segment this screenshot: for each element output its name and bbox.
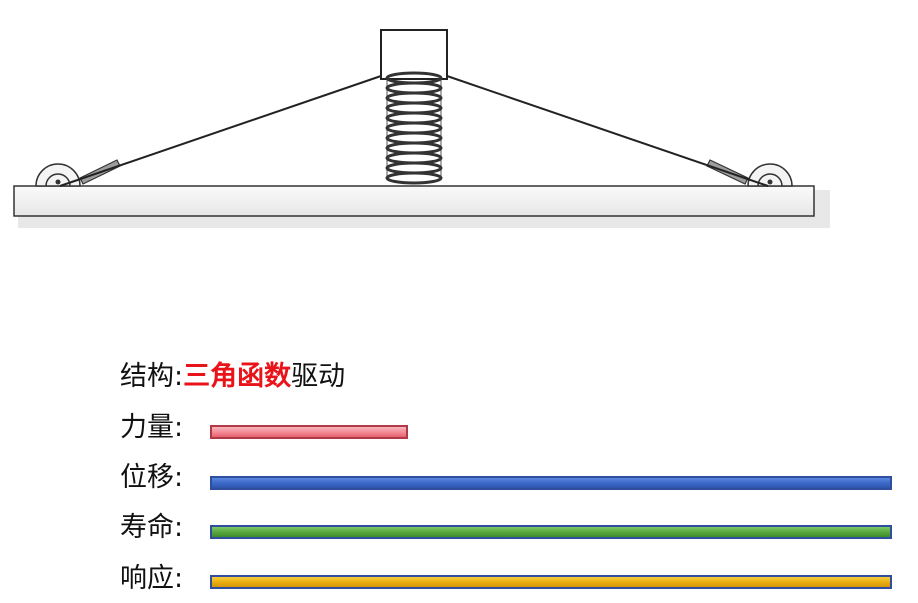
structure-suffix: 驱动 xyxy=(291,361,346,392)
triangle-mechanism-diagram xyxy=(13,29,830,228)
life-label: 寿命: xyxy=(120,512,184,543)
base-plate xyxy=(13,185,815,217)
force-bar xyxy=(210,425,408,439)
right-pulley xyxy=(747,163,793,187)
top-block xyxy=(380,29,448,80)
structure-line: 结构:三角函数驱动 xyxy=(120,360,345,394)
force-label: 力量: xyxy=(120,412,184,443)
displacement-bar xyxy=(210,476,892,490)
structure-label: 结构: xyxy=(120,361,184,392)
response-label: 响应: xyxy=(120,563,184,594)
right-wire xyxy=(446,75,769,187)
displacement-label: 位移: xyxy=(120,462,184,493)
left-pulley xyxy=(35,163,81,187)
structure-highlight: 三角函数 xyxy=(183,361,292,392)
spring-coil xyxy=(385,171,443,185)
left-wire xyxy=(59,75,382,187)
life-bar xyxy=(210,525,892,539)
response-bar xyxy=(210,575,892,589)
coil-spring xyxy=(385,71,443,185)
